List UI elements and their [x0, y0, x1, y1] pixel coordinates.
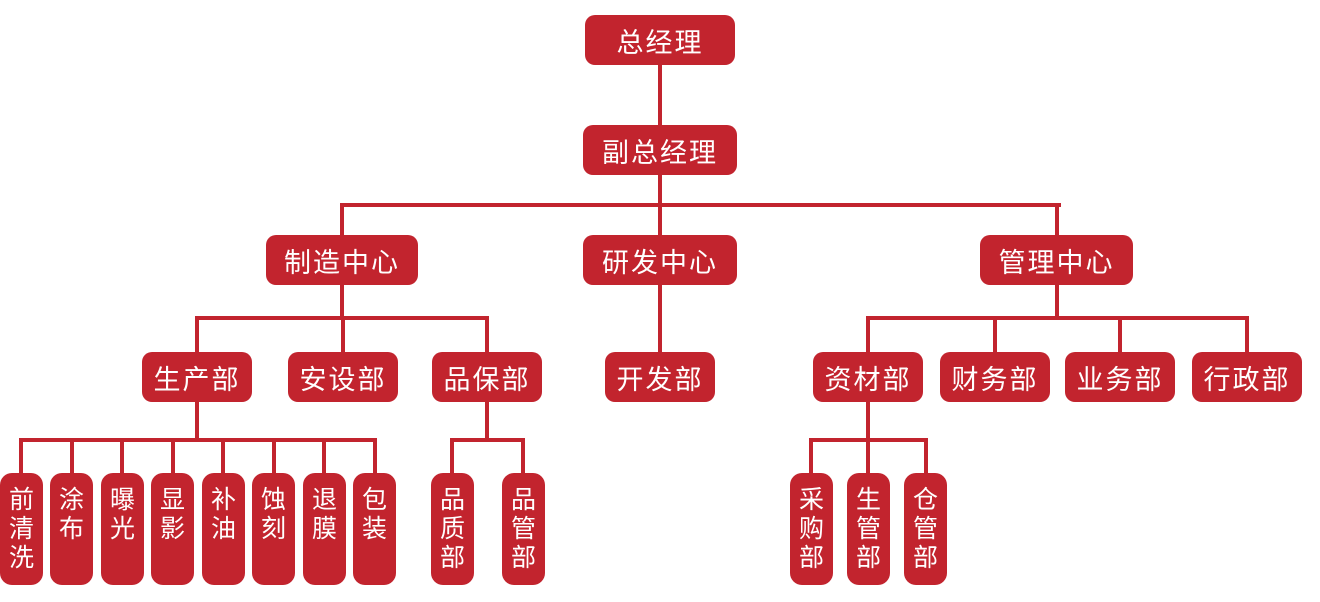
connector-line	[485, 402, 489, 440]
connector-line	[272, 438, 276, 473]
connector-line	[866, 438, 870, 473]
connector-line	[221, 438, 225, 473]
connector-line	[340, 203, 344, 235]
org-node-deputy-general-manager: 副总经理	[583, 125, 737, 175]
connector-line	[19, 438, 23, 473]
connector-line	[19, 438, 377, 442]
connector-line	[195, 402, 199, 440]
connector-line	[340, 203, 1061, 207]
org-node-quality-assurance-dept: 品保部	[432, 352, 542, 402]
org-node-process-etching: 蚀刻	[252, 473, 295, 585]
connector-line	[341, 316, 345, 352]
connector-line	[809, 438, 813, 473]
org-node-development-dept: 开发部	[605, 352, 715, 402]
connector-line	[924, 438, 928, 473]
connector-line	[70, 438, 74, 473]
org-node-warehouse-section: 仓管部	[904, 473, 947, 585]
org-node-process-pre-cleaning: 前清洗	[0, 473, 43, 585]
connector-line	[120, 438, 124, 473]
connector-line	[322, 438, 326, 473]
org-node-materials-dept: 资材部	[813, 352, 923, 402]
org-node-research-center: 研发中心	[583, 235, 737, 285]
connector-line	[521, 438, 525, 473]
connector-line	[373, 438, 377, 473]
org-node-process-stripping: 退膜	[303, 473, 346, 585]
connector-line	[866, 316, 1249, 320]
org-node-process-developing: 显影	[151, 473, 194, 585]
org-node-manufacturing-center: 制造中心	[266, 235, 418, 285]
connector-line	[1055, 285, 1059, 318]
connector-line	[195, 316, 199, 352]
connector-line	[171, 438, 175, 473]
connector-line	[658, 285, 662, 352]
connector-line	[1118, 316, 1122, 352]
org-node-quality-control-section: 品管部	[502, 473, 545, 585]
org-node-management-center: 管理中心	[980, 235, 1133, 285]
connector-line	[866, 316, 870, 352]
org-node-general-manager: 总经理	[585, 15, 735, 65]
org-node-purchasing-section: 采购部	[790, 473, 833, 585]
org-node-production-dept: 生产部	[142, 352, 252, 402]
org-node-process-coating: 涂布	[50, 473, 93, 585]
org-node-process-packaging: 包装	[353, 473, 396, 585]
org-node-production-control-section: 生管部	[847, 473, 890, 585]
connector-line	[1245, 316, 1249, 352]
connector-line	[485, 316, 489, 352]
connector-line	[340, 285, 344, 318]
org-node-process-oiling: 补油	[202, 473, 245, 585]
org-node-administration-dept: 行政部	[1192, 352, 1302, 402]
connector-line	[450, 438, 525, 442]
org-node-business-dept: 业务部	[1065, 352, 1175, 402]
org-node-finance-dept: 财务部	[940, 352, 1050, 402]
connector-line	[866, 402, 870, 440]
connector-line	[658, 65, 662, 127]
org-node-process-exposure: 曝光	[101, 473, 144, 585]
org-node-quality-section: 品质部	[431, 473, 474, 585]
connector-line	[450, 438, 454, 473]
org-node-installation-dept: 安设部	[288, 352, 398, 402]
connector-line	[1055, 203, 1059, 235]
connector-line	[993, 316, 997, 352]
